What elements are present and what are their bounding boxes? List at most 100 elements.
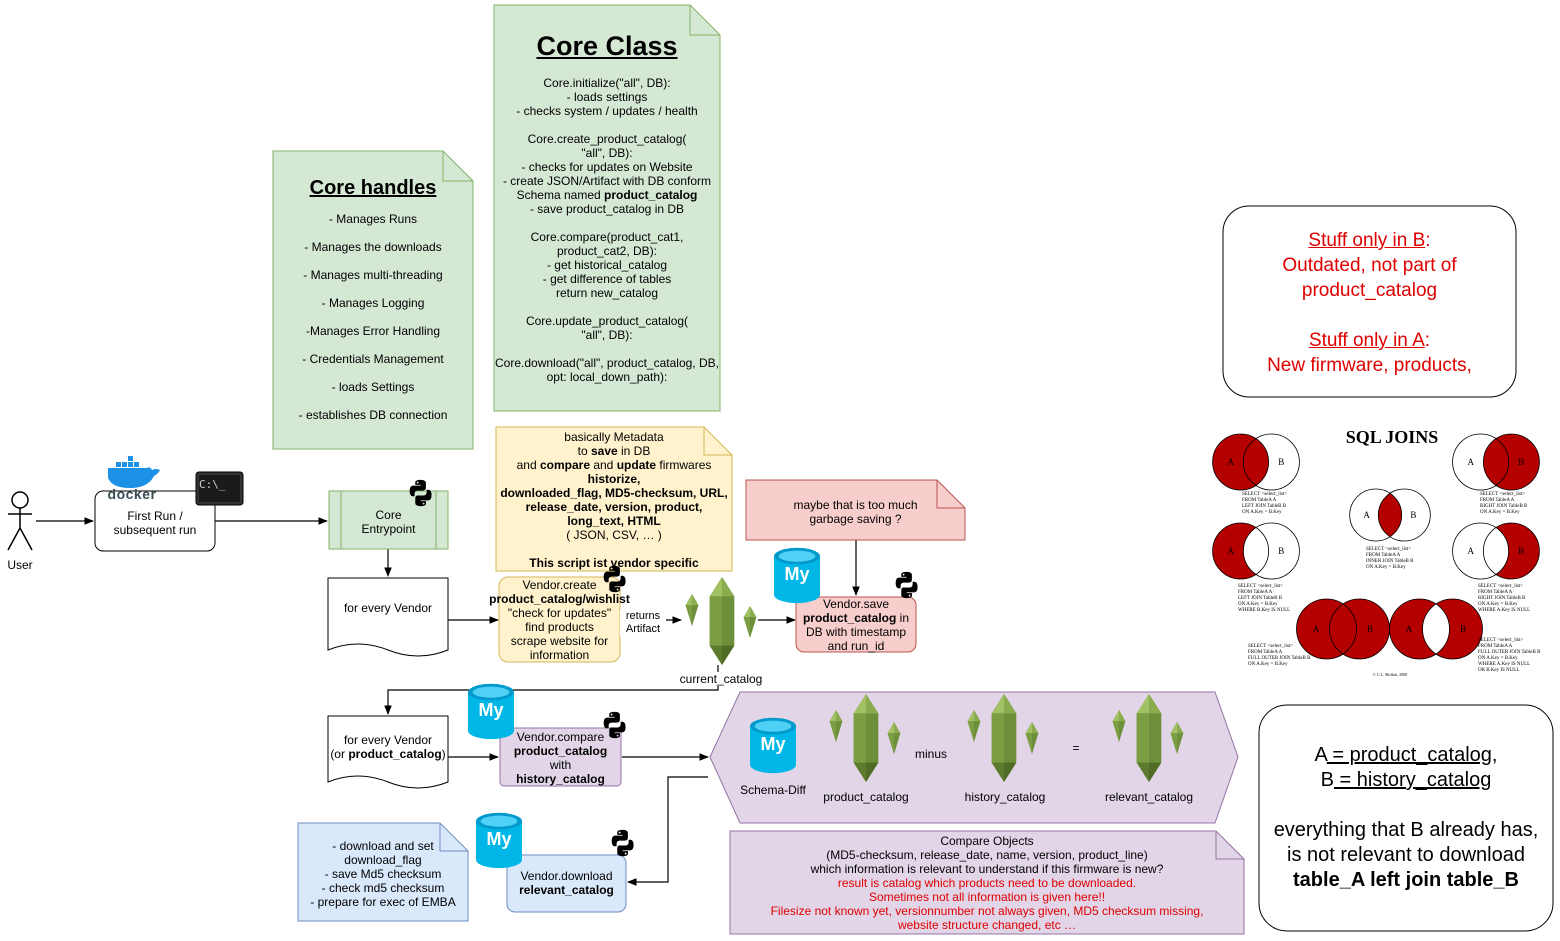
venn-letter-a: A [1363, 510, 1370, 520]
core-class-line: - save product_catalog in DB [529, 202, 685, 216]
relevant-catalog-label: relevant_catalog [1104, 790, 1194, 804]
vendor-compare-label: Vendor.compare product_catalog with hist… [513, 730, 608, 786]
venn-letter-b: B [1410, 510, 1416, 520]
mysql-logo-text: My [760, 734, 786, 754]
core-entrypoint-box[interactable] [328, 490, 449, 550]
terminal-icon [195, 471, 244, 506]
mysql-logo-text: My [486, 829, 512, 849]
history-catalog-label: history_catalog [964, 790, 1046, 804]
venn-letter-a: A [1313, 624, 1320, 634]
core-class-line: return new_catalog [555, 286, 659, 300]
stuff-only-box [1222, 205, 1517, 398]
core-class-line: - checks system / updates / health [516, 104, 698, 118]
core-class-line [494, 118, 720, 132]
current-catalog-crystal-icon [685, 577, 757, 665]
core-class-note [493, 4, 721, 412]
core-class-line: "all", DB): [581, 146, 633, 160]
core-handles-item: - Credentials Management [302, 352, 444, 366]
for-every-vendor-doc-1[interactable] [327, 577, 449, 657]
core-class-line: product_cat2, DB): [556, 244, 658, 258]
compare-objects-text: Compare Objects (MD5-checksum, release_d… [770, 834, 1204, 932]
core-class-line: opt: local_down_path): [546, 370, 668, 384]
venn-letter-a: A [1468, 457, 1475, 467]
ab-definition-box [1258, 704, 1554, 932]
terminal-prompt: C:\_ [199, 478, 226, 491]
core-class-line: - get difference of tables [542, 272, 672, 286]
garbage-note [745, 479, 966, 541]
venn-letter-a: A [1468, 546, 1475, 556]
core-handles-item: - Manages the downloads [304, 240, 442, 254]
core-class-line: - checks for updates on Website [521, 160, 693, 174]
core-class-line [494, 216, 720, 230]
core-handles-item: - establishes DB connection [298, 408, 448, 422]
core-handles-note [272, 150, 474, 450]
for-every-vendor-doc-2[interactable] [327, 715, 449, 789]
mysql-logo-text: My [478, 700, 504, 720]
download-note-text: - download and set download_flag - save … [310, 839, 456, 909]
core-handles-item: - Manages Runs [328, 212, 418, 226]
first-run-box[interactable] [94, 490, 216, 552]
core-handles-item: - Manages multi-threading [303, 268, 443, 282]
venn-letter-b: B [1518, 546, 1524, 556]
user-label: User [7, 558, 33, 572]
schema-diff-label: Schema-Diff [740, 783, 806, 797]
first-run-label: First Run / subsequent run [113, 509, 197, 537]
core-class-line [494, 300, 720, 314]
returns-artifact-label: returns Artifact [620, 610, 666, 636]
vendor-save-label: Vendor.save product_catalog in DB with t… [802, 597, 910, 653]
for-every-vendor-label-1: for every Vendor [343, 601, 433, 615]
core-class-line: Schema named product_catalog [516, 188, 698, 202]
ab-definition-text: A = product_catalog, B = history_catalog… [1273, 744, 1539, 891]
core-class-line: Core.update_product_catalog( [525, 314, 689, 328]
connector-arrows [36, 517, 860, 886]
docker-wordmark: docker [107, 486, 157, 502]
vendor-download-label: Vendor.download relevant_catalog [519, 869, 614, 897]
core-class-line [494, 342, 720, 356]
core-class-line: - create JSON/Artifact with DB conform [502, 174, 712, 188]
sql-joins-credit: © C.L. Moffatt, 2008 [1372, 672, 1408, 677]
core-class-line: Core.compare(product_cat1, [530, 230, 684, 244]
docker-icon [108, 456, 160, 488]
core-handles-item: - loads Settings [331, 380, 415, 394]
vendor-download-box[interactable] [506, 854, 627, 913]
python-icon [895, 571, 918, 599]
core-entrypoint-label: Core Entrypoint [361, 508, 416, 536]
core-class-line: - loads settings [566, 90, 648, 104]
venn-letter-b: B [1278, 546, 1284, 556]
core-handles-title: Core handles [309, 177, 437, 199]
mysql-logo-text: My [784, 564, 810, 584]
venn-letter-a: A [1406, 624, 1413, 634]
venn-letter-b: B [1518, 457, 1524, 467]
product-catalog-label: product_catalog [823, 790, 909, 804]
stuff-only-text: Stuff only in B: Outdated, not part of p… [1267, 230, 1472, 376]
core-class-line: "all", DB): [581, 328, 633, 342]
vendor-save-box[interactable] [795, 596, 917, 653]
vendor-compare-box[interactable] [499, 727, 622, 787]
core-class-methods: Core.initialize("all", DB):- loads setti… [494, 76, 720, 384]
core-class-line: Core.create_product_catalog( [527, 132, 687, 146]
current-catalog-label: current_catalog [670, 672, 772, 686]
core-class-line: Core.initialize("all", DB): [543, 76, 671, 90]
core-class-line: - get historical_catalog [546, 258, 668, 272]
core-handles-item: - Manages Logging [321, 296, 425, 310]
vendor-create-label: Vendor.create product_catalog/wishlist "… [489, 578, 630, 662]
download-note [297, 822, 469, 922]
schema-diff-panel [709, 691, 1239, 824]
core-handles-list: - Manages Runs - Manages the downloads - M… [273, 212, 473, 436]
minus-label: minus [914, 747, 947, 761]
core-class-line: Core.download("all", product_catalog, DB… [495, 356, 719, 370]
core-class-content: Core Class Core.initialize("all", DB):- … [494, 30, 720, 384]
